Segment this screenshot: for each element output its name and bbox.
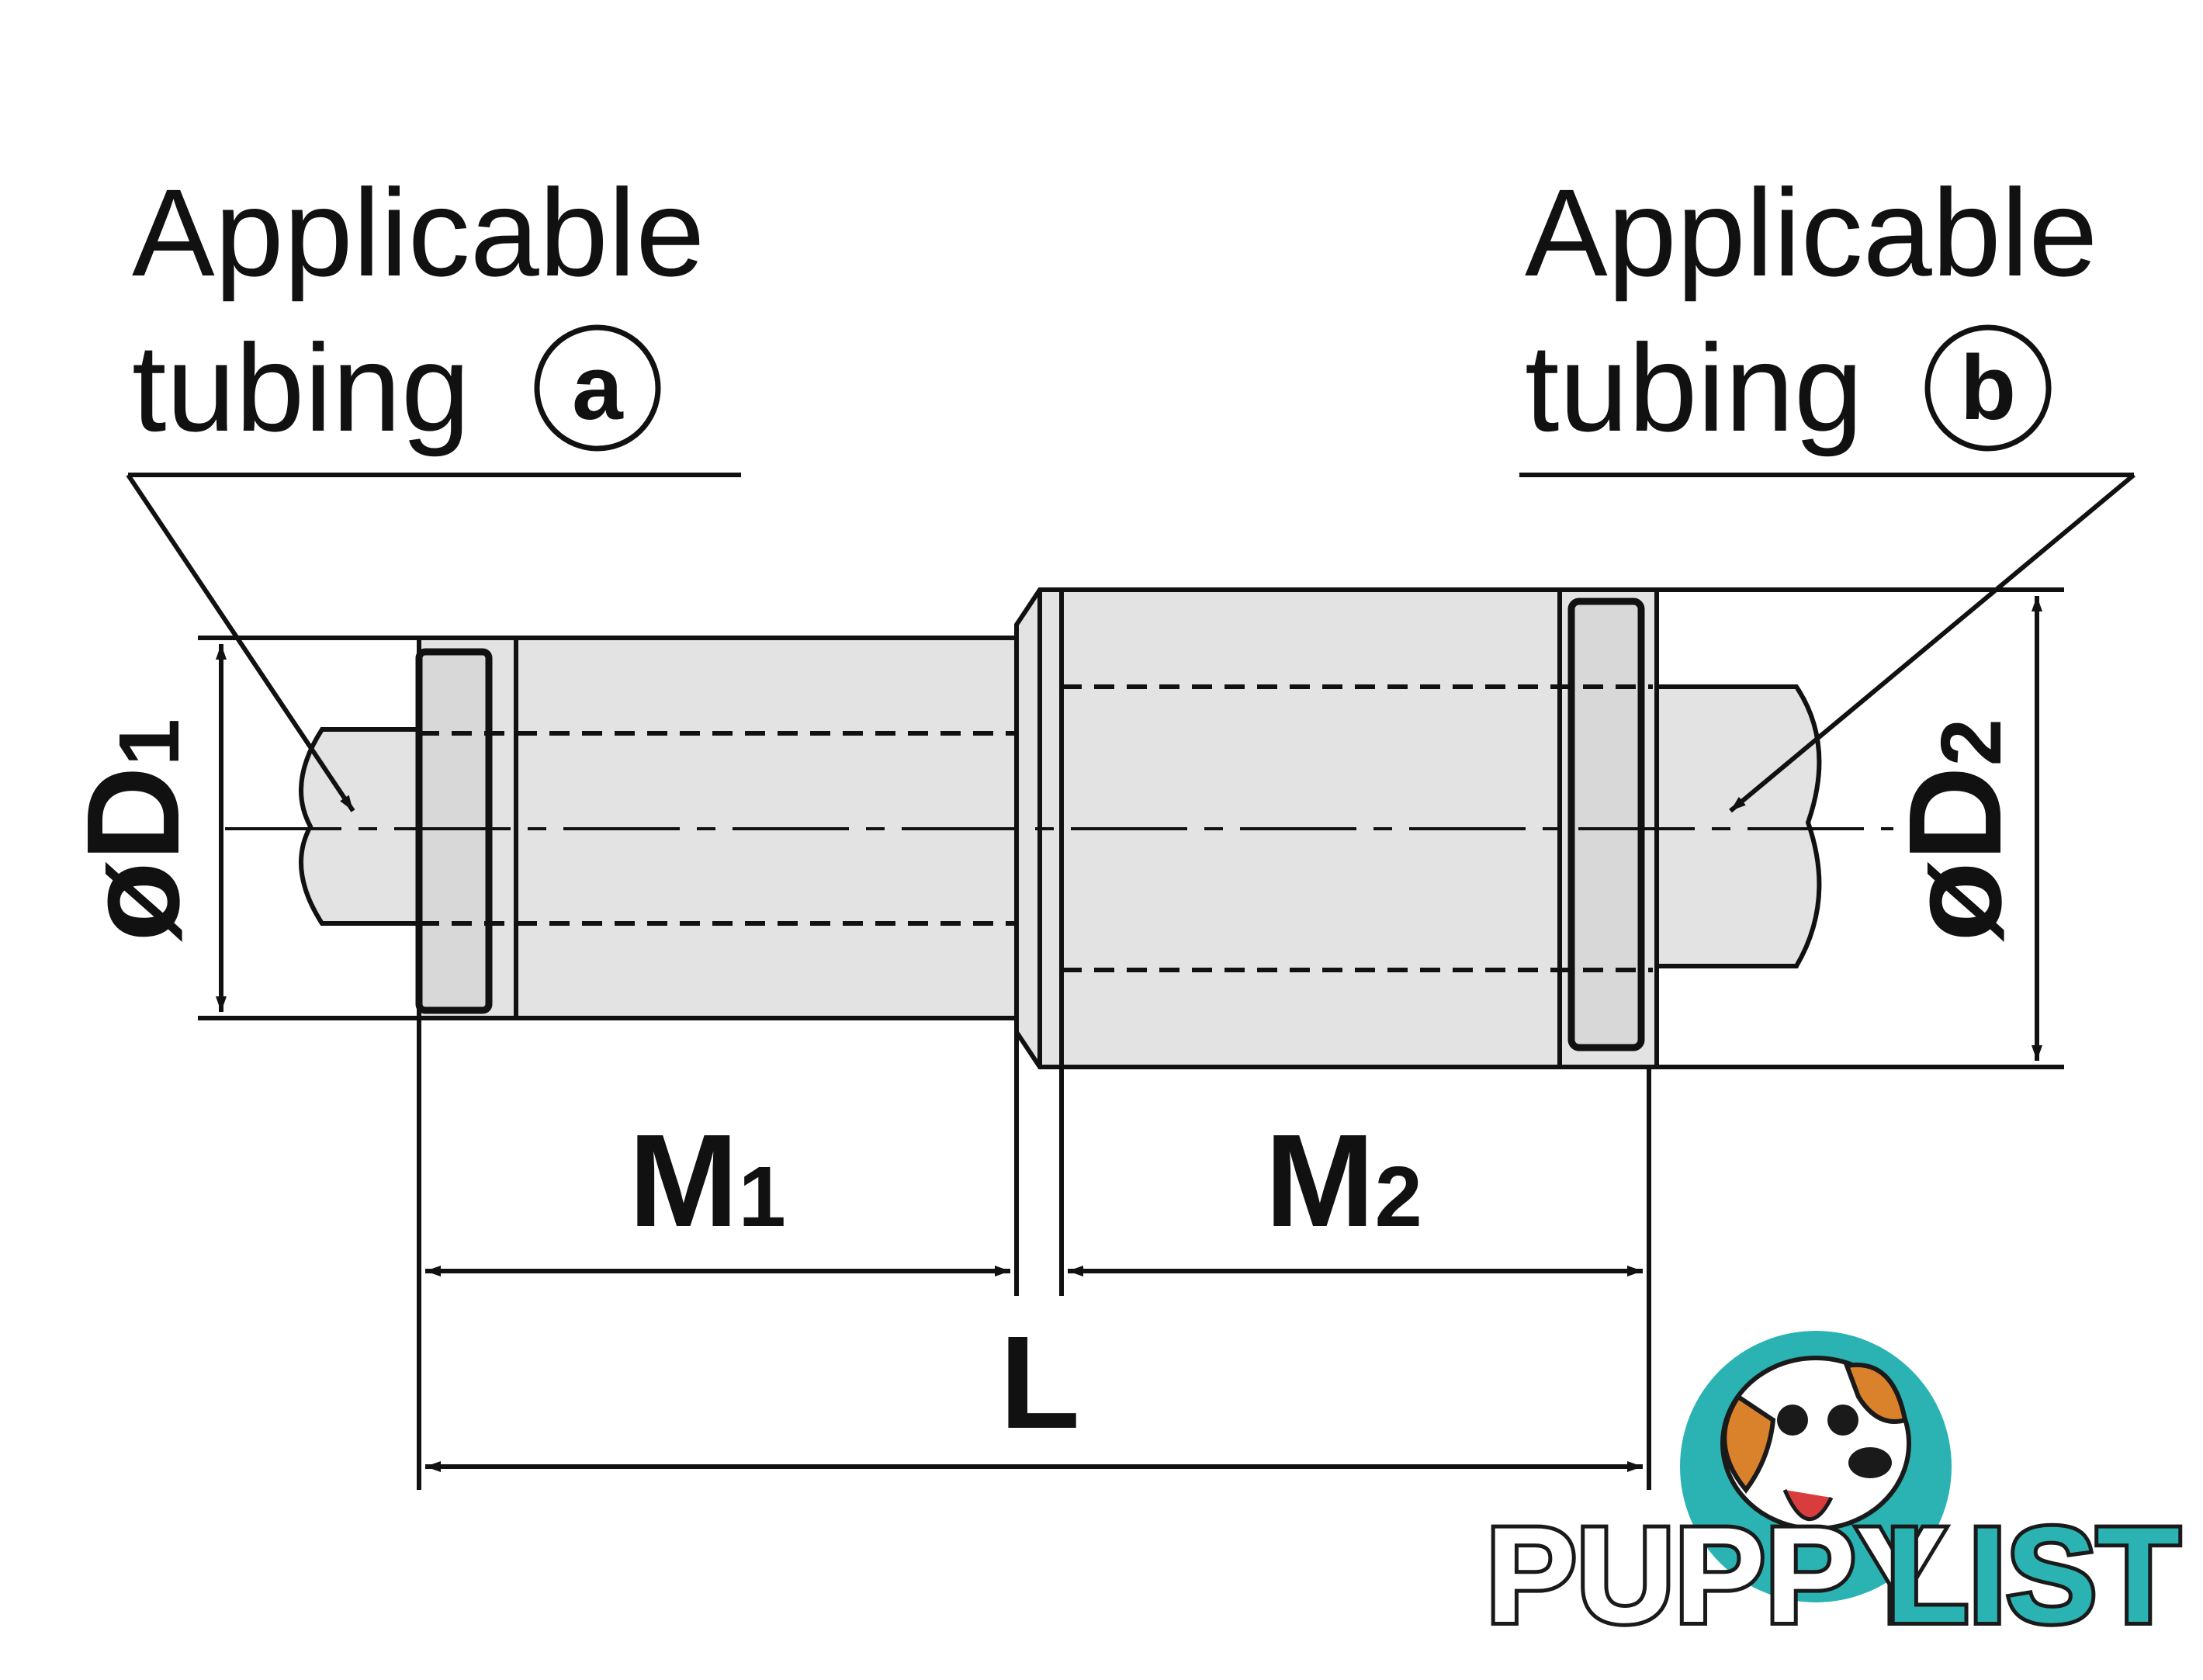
dog-face-icon — [1720, 1356, 1911, 1531]
label-right-line1: Applicable — [1525, 163, 2097, 302]
logo-text-list: LIST — [1886, 1500, 2180, 1651]
dimension-m1-label: M1 — [629, 1107, 786, 1255]
label-right-line2: tubing — [1525, 318, 1863, 457]
leader-lines — [126, 473, 2135, 813]
dimension-m2-label: M2 — [1265, 1107, 1422, 1255]
dimension-d1-label: øD1 — [60, 719, 207, 942]
label-left-line2: tubing — [132, 318, 470, 457]
label-left-marker: a — [572, 337, 624, 439]
dimension-arrows — [425, 1266, 1643, 1472]
dimension-l-label: L — [999, 1309, 1080, 1457]
circle-b-icon — [1924, 324, 2052, 452]
hidden-bores — [419, 684, 1653, 972]
tube-right — [1651, 684, 1822, 968]
dimension-extensions — [417, 1018, 1651, 1490]
collet-right — [1567, 598, 1645, 1051]
puppylist-logo: PUPPY LIST — [1482, 1331, 2184, 1655]
collet-left — [415, 648, 493, 1014]
dimension-d2 — [1657, 587, 2064, 1069]
logo-text-puppy: PUPPY — [1486, 1500, 1946, 1651]
label-applicable-tubing-b: Applicable tubing b — [1519, 163, 2134, 477]
dimension-d1 — [198, 636, 419, 1020]
label-applicable-tubing-a: Applicable tubing a — [128, 163, 741, 477]
circle-a-icon — [534, 324, 661, 452]
dimension-d2-label: øD2 — [1882, 719, 2029, 942]
label-left-line1: Applicable — [132, 163, 705, 302]
label-right-marker: b — [1960, 337, 2016, 439]
